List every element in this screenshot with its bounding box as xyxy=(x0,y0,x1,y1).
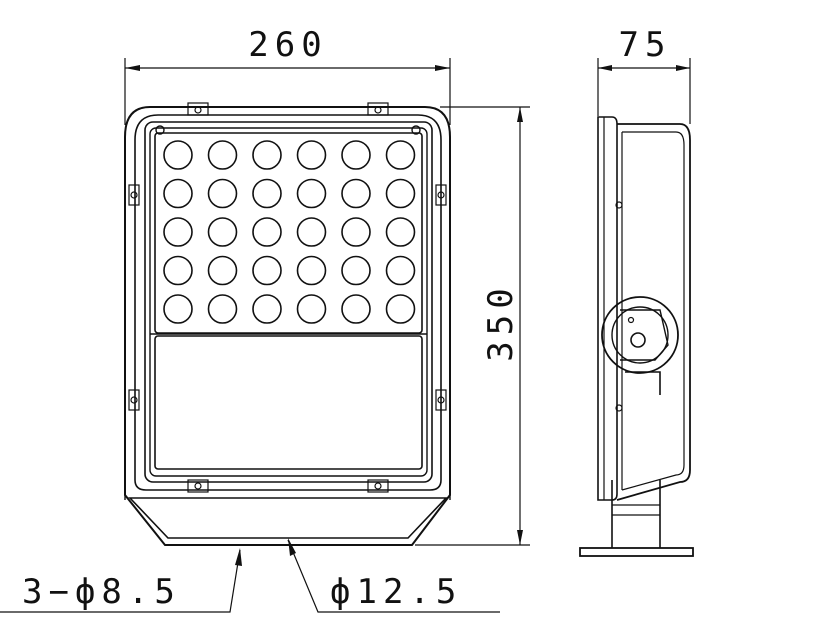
screw-hole xyxy=(437,396,445,404)
arrow-head xyxy=(517,107,523,122)
led-lens xyxy=(341,294,371,324)
screw-tab xyxy=(128,389,140,411)
pivot-bolt xyxy=(630,332,646,348)
driver-panel xyxy=(154,335,423,470)
led-lens xyxy=(207,140,238,170)
arrow-head xyxy=(517,530,523,545)
led-lens xyxy=(252,140,282,170)
led-lens xyxy=(341,140,371,170)
bottom-plate xyxy=(128,497,448,539)
depth-dimension: 75 xyxy=(597,25,691,124)
screw-tab xyxy=(367,479,389,493)
led-lens xyxy=(163,255,193,286)
led-lens xyxy=(163,178,193,209)
screw-tabs xyxy=(128,102,447,493)
led-lens xyxy=(163,140,193,170)
led-lens xyxy=(252,178,282,209)
led-lens xyxy=(252,255,282,286)
bracket-knuckle-inner xyxy=(611,306,669,364)
side-view xyxy=(579,116,694,557)
screw-hole xyxy=(437,191,445,199)
led-lens xyxy=(207,255,238,286)
led-lens xyxy=(385,217,416,247)
height-dimension: 350 xyxy=(415,106,530,546)
screw-tab xyxy=(435,184,447,206)
cable-hole-callout: ф12.5 xyxy=(287,538,500,613)
screw-tab xyxy=(367,102,389,116)
arrow-head xyxy=(235,548,242,566)
width-dimension: 260 xyxy=(124,25,451,125)
arrow-head xyxy=(125,65,140,71)
led-lens xyxy=(296,255,327,286)
housing-inner-frame xyxy=(134,114,442,491)
width-label: 260 xyxy=(248,25,327,65)
screw-hole xyxy=(130,191,138,199)
led-lens xyxy=(207,294,238,324)
arrow-head xyxy=(598,65,612,71)
screw-tab xyxy=(128,184,140,206)
led-lens xyxy=(296,178,327,209)
led-lens xyxy=(252,217,282,247)
bracket-stem xyxy=(611,371,661,548)
lens-frame xyxy=(144,121,433,483)
screw-hole xyxy=(130,396,138,404)
led-lens xyxy=(341,217,371,247)
base-plate xyxy=(579,547,694,557)
led-lens xyxy=(385,178,416,209)
mount-holes-callout: 3−ф8.5 xyxy=(0,548,242,613)
height-label: 350 xyxy=(481,282,521,361)
screw-hole xyxy=(374,106,382,114)
led-lens xyxy=(207,178,238,209)
bracket-knuckle-outer xyxy=(601,296,679,374)
led-lens xyxy=(163,294,193,324)
screw-hole xyxy=(374,482,382,490)
led-lens xyxy=(341,178,371,209)
corner-screw xyxy=(155,125,165,135)
housing-outline xyxy=(124,106,451,546)
led-module xyxy=(154,132,423,334)
led-lens xyxy=(385,255,416,286)
front-view xyxy=(124,102,451,546)
led-lens xyxy=(385,294,416,324)
arrow-head xyxy=(676,65,690,71)
lens-frame-inner xyxy=(149,127,428,477)
cable-hole-label: ф12.5 xyxy=(330,572,462,612)
led-lens xyxy=(163,217,193,247)
side-front-lip xyxy=(597,116,618,501)
screw-hole xyxy=(194,482,202,490)
arrow-head xyxy=(288,538,296,556)
screw-tab xyxy=(187,102,209,116)
side-body xyxy=(616,123,691,501)
led-lens xyxy=(252,294,282,324)
screw-tab xyxy=(435,389,447,411)
led-lens xyxy=(341,255,371,286)
led-lens xyxy=(385,140,416,170)
corner-screw xyxy=(411,125,421,135)
led-lens xyxy=(296,294,327,324)
screw-hole xyxy=(194,106,202,114)
mount-holes-label: 3−ф8.5 xyxy=(22,572,181,612)
depth-label: 75 xyxy=(619,25,672,65)
led-lens xyxy=(296,217,327,247)
arrow-head xyxy=(435,65,450,71)
led-lens xyxy=(296,140,327,170)
led-grid xyxy=(163,140,416,324)
led-lens xyxy=(207,217,238,247)
screw-tab xyxy=(187,479,209,493)
side-body-inner xyxy=(621,131,685,491)
